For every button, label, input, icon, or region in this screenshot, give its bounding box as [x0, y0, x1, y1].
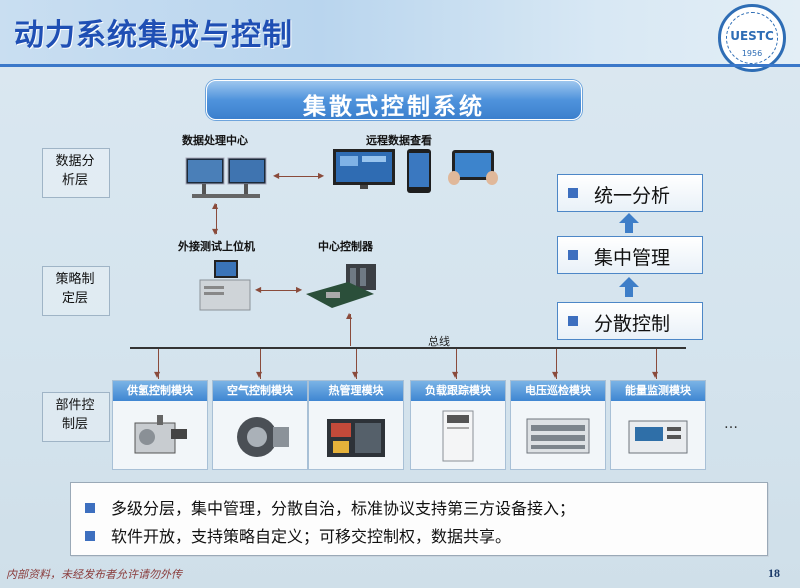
bus-label: 总线 — [428, 335, 450, 348]
layer-label-analysis: 数据分析层 — [55, 154, 95, 188]
bus-drop-3 — [356, 349, 357, 379]
bus-drop-arrow-4: ▼ — [452, 370, 459, 379]
bus-drop-2 — [260, 349, 261, 379]
air-compressor-icon — [237, 417, 289, 457]
university-logo: UESTC 1956 — [718, 4, 786, 72]
bus-drop-1 — [158, 349, 159, 379]
up-arrow-icon — [619, 277, 639, 297]
module-load-tracking: 负载跟踪模块 — [410, 380, 506, 470]
page-number: 18 — [768, 566, 780, 580]
remote-monitor-icon — [333, 149, 395, 189]
caption-central-controller: 中心控制器 — [318, 240, 373, 253]
data-center-monitors-icon — [185, 157, 267, 198]
flow-label: 统一分析 — [594, 185, 671, 207]
summary-box: 多级分层，集中管理，分散自治，标准协议支持第三方设备接入； 软件开放，支持策略自… — [70, 482, 768, 556]
logo-year: 1956 — [741, 49, 763, 58]
module-label: 负载跟踪模块 — [411, 381, 505, 401]
bullet-square — [85, 531, 95, 541]
arrow-right-1: ▶ — [318, 171, 325, 180]
module-hydrogen-supply: 供氢控制模块 — [112, 380, 208, 470]
layer-box-component — [42, 392, 110, 442]
bus-drop-5 — [556, 349, 557, 379]
central-controller-icon — [306, 264, 376, 308]
summary-line-1: 多级分层，集中管理，分散自治，标准协议支持第三方设备接入； — [85, 495, 575, 519]
connector-host-controller — [258, 290, 300, 291]
layer-box-strategy — [42, 266, 110, 316]
main-title-box: 集散式控制系统 — [206, 80, 582, 120]
module-air-control: 空气控制模块 — [212, 380, 308, 470]
module-label: 供氢控制模块 — [113, 381, 207, 401]
smartphone-icon — [407, 149, 431, 193]
host-pc-icon — [199, 260, 251, 311]
main-title: 集散式控制系统 — [303, 94, 485, 120]
bullet-square — [568, 250, 578, 260]
bus-drop-6 — [656, 349, 657, 379]
caption-host-pc: 外接测试上位机 — [178, 240, 255, 253]
module-label: 电压巡检模块 — [511, 381, 605, 401]
bus-drop-arrow-2: ▼ — [256, 370, 263, 379]
caption-remote-view: 远程数据查看 — [366, 134, 432, 147]
arrow-up-4: ▲ — [346, 311, 353, 320]
thermal-management-unit-icon — [327, 419, 385, 457]
module-label: 空气控制模块 — [213, 381, 307, 401]
module-label: 热管理模块 — [309, 381, 403, 401]
flow-distributed-control: 分散控制 — [557, 302, 703, 340]
up-arrow-icon — [619, 213, 639, 233]
flow-label: 集中管理 — [594, 247, 671, 269]
title-bar — [0, 0, 800, 64]
bus-drop-arrow-1: ▼ — [154, 370, 161, 379]
bus-drop-4 — [456, 349, 457, 379]
connector-controller-bus — [350, 314, 351, 346]
bullet-square — [568, 316, 578, 326]
arrow-down-2: ▼ — [212, 227, 219, 236]
module-energy-monitor: 能量监测模块 — [610, 380, 706, 470]
modules-more: … — [724, 416, 738, 432]
logo-ring — [726, 12, 778, 64]
arrow-up-2: ▲ — [212, 201, 219, 210]
arrow-right-3: ▶ — [296, 285, 303, 294]
layer-label-strategy: 策略制定层 — [55, 272, 95, 306]
module-voltage-inspection: 电压巡检模块 — [510, 380, 606, 470]
module-thermal: 热管理模块 — [308, 380, 404, 470]
connector-datacenter-host — [216, 204, 217, 234]
arrow-left-3: ◀ — [255, 285, 262, 294]
module-label: 能量监测模块 — [611, 381, 705, 401]
summary-line-2: 软件开放，支持策略自定义；可移交控制权，数据共享。 — [85, 523, 511, 547]
slide-title: 动力系统集成与控制 — [14, 18, 293, 53]
logo-text: UESTC — [730, 29, 774, 43]
bus-drop-arrow-5: ▼ — [552, 370, 559, 379]
bullet-square — [568, 188, 578, 198]
layer-box-analysis — [42, 148, 110, 198]
summary-text-1: 多级分层，集中管理，分散自治，标准协议支持第三方设备接入； — [111, 499, 576, 518]
bus-drop-arrow-3: ▼ — [352, 370, 359, 379]
flow-label: 分散控制 — [594, 313, 671, 335]
layer-label-component: 部件控制层 — [55, 398, 95, 432]
hydrogen-supply-device-icon — [134, 415, 187, 454]
bus-line — [130, 347, 686, 349]
energy-monitor-icon — [628, 420, 688, 454]
tablet-icon — [448, 150, 498, 185]
bullet-square — [85, 503, 95, 513]
summary-text-2: 软件开放，支持策略自定义；可移交控制权，数据共享。 — [111, 527, 512, 546]
footer-note: 内部资料，未经发布者允许请勿外传 — [6, 568, 182, 581]
flow-central-management: 集中管理 — [557, 236, 703, 274]
flow-unified-analysis: 统一分析 — [557, 174, 703, 212]
connector-datacenter-remote — [276, 176, 322, 177]
voltage-inspection-rack-icon — [526, 418, 590, 454]
title-divider — [0, 64, 800, 67]
bus-drop-arrow-6: ▼ — [652, 370, 659, 379]
load-cabinet-icon — [442, 410, 474, 462]
arrow-left-1: ◀ — [273, 171, 280, 180]
caption-data-center: 数据处理中心 — [182, 134, 248, 147]
